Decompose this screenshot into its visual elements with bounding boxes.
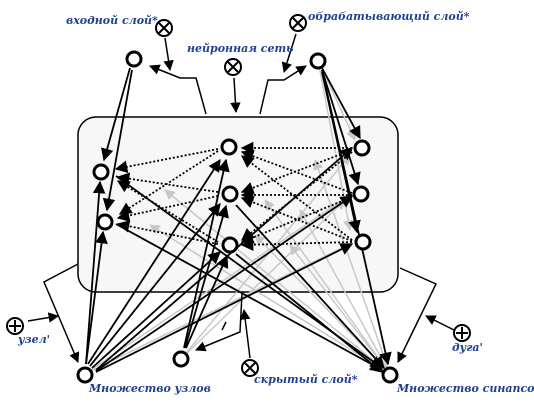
- node-set-node: [76, 366, 94, 384]
- grey-arc: [181, 199, 346, 359]
- membership-arc: [183, 158, 230, 349]
- membership-arc: [95, 243, 354, 373]
- input-layer-symbol: [155, 19, 173, 37]
- synapse-edge: [114, 148, 219, 174]
- processing-layer-connector: [259, 65, 307, 115]
- membership-arc: [321, 67, 361, 140]
- arc-label: дуга': [452, 341, 483, 354]
- symbol-pointers: [27, 33, 455, 359]
- node-set-connector: [43, 263, 80, 363]
- membership-arc: [321, 69, 392, 366]
- membership-arc: [87, 158, 221, 365]
- membership-arc: [235, 204, 385, 369]
- grey-arc: [181, 154, 351, 359]
- black-membership-arcs: [85, 67, 392, 373]
- input-layer-label: входной слой*: [66, 14, 158, 27]
- synapse-edge: [116, 220, 219, 245]
- membership-arc: [91, 251, 221, 369]
- grey-arc: [84, 194, 351, 375]
- membership-arc: [235, 253, 383, 373]
- synapse-edge: [240, 155, 353, 241]
- hidden-layer-node: [172, 350, 190, 368]
- synapse-set-node: [381, 366, 399, 384]
- membership-arc: [89, 203, 221, 367]
- processing-layer-pointer: [281, 33, 297, 74]
- arc-symbol: [453, 324, 471, 342]
- output-node-1: [92, 163, 110, 181]
- processing-layer-label: обрабатывающий слой*: [308, 10, 470, 23]
- synapse-edge: [241, 151, 353, 241]
- neural-network-label: нейронная сеть: [187, 42, 293, 55]
- role-connectors: [43, 64, 438, 363]
- synapse-set-label: Множество синапсов: [396, 382, 534, 395]
- processing-layer-symbol: [289, 14, 307, 32]
- node-pointer: [27, 312, 60, 323]
- hidden-layer-connector: [195, 293, 243, 352]
- hidden-node-2: [221, 185, 239, 203]
- neural-network-pointer: [230, 77, 241, 114]
- synapse-edge: [116, 180, 219, 243]
- membership-arc: [101, 67, 131, 162]
- input-node-1: [353, 139, 371, 157]
- arc-pointer: [425, 315, 455, 331]
- membership-arc: [85, 180, 106, 365]
- synapse-edge: [116, 195, 219, 222]
- input-layer-pointer: [163, 37, 174, 72]
- processing-layer-node: [309, 52, 327, 70]
- synapse-edge: [118, 150, 219, 215]
- hidden-layer-tick: [221, 321, 227, 331]
- grey-arc: [299, 209, 391, 375]
- input-node-3: [354, 233, 372, 251]
- node-set-label: Множество узлов: [88, 382, 211, 395]
- input-layer-node: [125, 50, 143, 68]
- membership-arc: [321, 69, 361, 186]
- hidden-layer-label: скрытый слой*: [254, 373, 358, 386]
- membership-arc: [85, 230, 108, 365]
- grey-arc: [149, 224, 391, 375]
- membership-arc: [184, 204, 229, 349]
- hidden-node-3: [221, 236, 239, 254]
- grey-arc: [264, 199, 391, 375]
- neural-network-frame: [77, 116, 399, 293]
- node-symbol: [6, 317, 24, 335]
- synapse-edge: [240, 150, 353, 194]
- input-layer-connector: [149, 64, 207, 115]
- membership-arc: [185, 254, 229, 349]
- synapse-set-connector: [397, 267, 438, 363]
- node-label: узел': [17, 333, 50, 346]
- hidden-layer-pointer: [239, 308, 251, 359]
- neural-network-symbol: [224, 58, 242, 76]
- membership-arc: [115, 223, 384, 371]
- hidden-layer-symbol: [241, 359, 259, 377]
- input-node-2: [352, 185, 370, 203]
- membership-arc: [102, 69, 133, 212]
- hidden-node-1: [220, 138, 238, 156]
- network-nodes: [76, 50, 399, 384]
- output-node-2: [96, 213, 114, 231]
